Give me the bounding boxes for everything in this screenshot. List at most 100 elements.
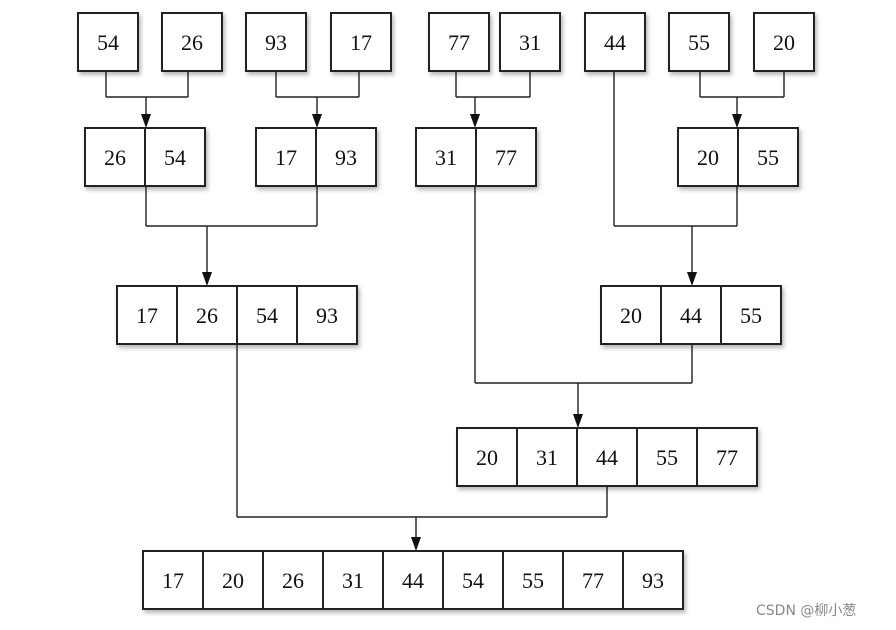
merge-connector-c2 bbox=[613, 71, 738, 286]
array-group-b4 bbox=[677, 127, 799, 187]
array-cell-box bbox=[428, 12, 490, 72]
array-cell-value: 93 bbox=[642, 568, 664, 593]
array-cell-box bbox=[77, 12, 139, 72]
array-cell-value: 55 bbox=[757, 145, 779, 170]
array-cell-box bbox=[296, 285, 358, 345]
array-cell-value: 55 bbox=[688, 30, 710, 55]
array-cell-value: 54 bbox=[462, 568, 484, 593]
array-cell-value: 55 bbox=[740, 303, 762, 328]
arrow-down-icon bbox=[573, 414, 583, 428]
watermark: CSDN @柳小葱 bbox=[756, 603, 857, 619]
array-group-labels-a1: 54 bbox=[97, 30, 119, 55]
array-group-a6 bbox=[499, 12, 561, 72]
array-group-labels-a2: 26 bbox=[181, 30, 203, 55]
array-cell-value: 26 bbox=[181, 30, 203, 55]
array-cell-box bbox=[622, 550, 684, 610]
merge-connector-b1 bbox=[105, 71, 189, 128]
array-cell-value: 77 bbox=[448, 30, 470, 55]
array-group-c1 bbox=[116, 285, 358, 345]
arrow-down-icon bbox=[411, 537, 421, 551]
array-cell-box bbox=[456, 427, 518, 487]
array-cell-value: 77 bbox=[582, 568, 604, 593]
merge-connector-b3 bbox=[455, 71, 531, 128]
array-cell-box bbox=[255, 127, 317, 187]
array-cell-value: 26 bbox=[196, 303, 218, 328]
array-group-b2 bbox=[255, 127, 377, 187]
array-cell-box bbox=[720, 285, 782, 345]
array-cell-box bbox=[668, 12, 730, 72]
array-cell-box bbox=[576, 427, 638, 487]
array-group-b1 bbox=[84, 127, 206, 187]
array-cell-value: 17 bbox=[350, 30, 372, 55]
array-group-a1 bbox=[77, 12, 139, 72]
array-cell-value: 54 bbox=[97, 30, 119, 55]
array-group-labels-a6: 31 bbox=[519, 30, 541, 55]
array-group-labels-b1: 26 54 bbox=[104, 145, 186, 170]
arrow-down-icon bbox=[732, 114, 742, 128]
merge-connector-d1 bbox=[474, 186, 693, 428]
array-group-labels-a7: 44 bbox=[604, 30, 626, 55]
array-group-labels-a4: 17 bbox=[350, 30, 372, 55]
array-cell-value: 20 bbox=[476, 445, 498, 470]
array-cell-value: 93 bbox=[265, 30, 287, 55]
array-cell-value: 26 bbox=[282, 568, 304, 593]
array-cell-value: 20 bbox=[222, 568, 244, 593]
array-cell-value: 20 bbox=[773, 30, 795, 55]
array-group-labels-c1: 17 26 54 93 bbox=[136, 303, 338, 328]
array-cell-value: 93 bbox=[316, 303, 338, 328]
arrow-down-icon bbox=[312, 114, 322, 128]
array-cell-value: 55 bbox=[656, 445, 678, 470]
array-cell-value: 54 bbox=[164, 145, 186, 170]
array-cell-box bbox=[636, 427, 698, 487]
merge-connector-c1 bbox=[145, 186, 318, 286]
array-cell-value: 54 bbox=[256, 303, 278, 328]
arrow-down-icon bbox=[470, 114, 480, 128]
array-cell-box bbox=[696, 427, 758, 487]
array-group-a9 bbox=[753, 12, 815, 72]
array-group-e1 bbox=[142, 550, 684, 610]
array-cell-box bbox=[516, 427, 578, 487]
array-cell-value: 31 bbox=[536, 445, 558, 470]
array-cell-box bbox=[499, 12, 561, 72]
array-cell-value: 44 bbox=[402, 568, 424, 593]
array-cell-box bbox=[84, 127, 146, 187]
array-group-labels-a9: 20 bbox=[773, 30, 795, 55]
array-cell-box bbox=[475, 127, 537, 187]
array-cell-value: 17 bbox=[162, 568, 184, 593]
array-cell-box bbox=[753, 12, 815, 72]
array-cell-value: 44 bbox=[680, 303, 702, 328]
array-cell-box bbox=[562, 550, 624, 610]
array-group-c2 bbox=[600, 285, 782, 345]
array-cell-value: 31 bbox=[519, 30, 541, 55]
array-cell-value: 17 bbox=[136, 303, 158, 328]
array-cell-value: 26 bbox=[104, 145, 126, 170]
array-cell-box bbox=[584, 12, 646, 72]
array-cell-value: 93 bbox=[335, 145, 357, 170]
array-cell-box bbox=[322, 550, 384, 610]
array-group-a2 bbox=[161, 12, 223, 72]
merge-connector-e1 bbox=[236, 344, 608, 551]
array-cell-box bbox=[176, 285, 238, 345]
array-group-labels-b3: 31 77 bbox=[435, 145, 517, 170]
array-cell-box bbox=[330, 12, 392, 72]
array-cell-box bbox=[116, 285, 178, 345]
array-cell-value: 17 bbox=[275, 145, 297, 170]
array-cell-value: 77 bbox=[495, 145, 517, 170]
array-cell-box bbox=[415, 127, 477, 187]
array-cell-box bbox=[202, 550, 264, 610]
array-group-labels-a3: 93 bbox=[265, 30, 287, 55]
array-group-a8 bbox=[668, 12, 730, 72]
merge-connector-b2 bbox=[275, 71, 360, 128]
array-cell-box bbox=[442, 550, 504, 610]
array-cell-box bbox=[245, 12, 307, 72]
array-group-labels-a5: 77 bbox=[448, 30, 470, 55]
array-cell-value: 31 bbox=[435, 145, 457, 170]
array-group-b3 bbox=[415, 127, 537, 187]
array-cell-box bbox=[315, 127, 377, 187]
